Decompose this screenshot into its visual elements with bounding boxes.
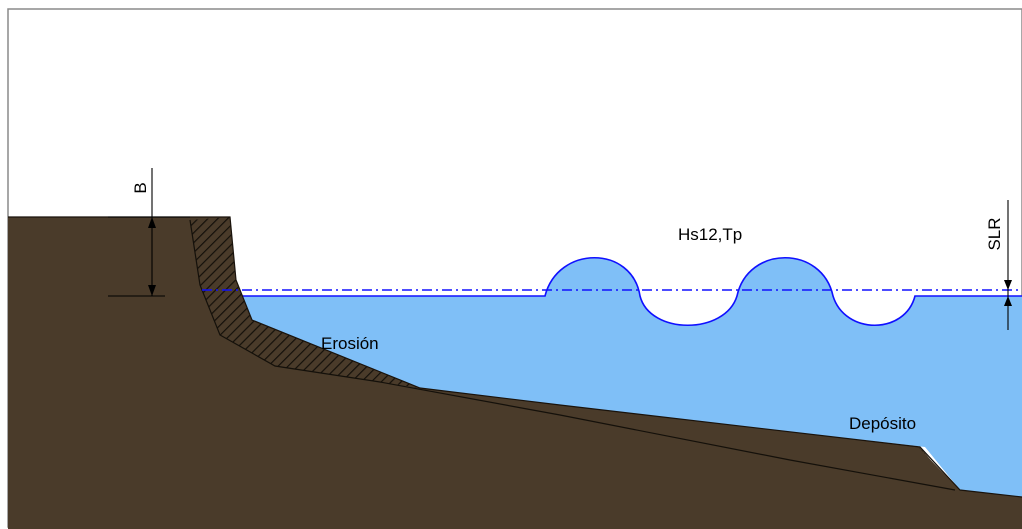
wave-label: Hs12,Tp <box>678 225 742 244</box>
wave-profile <box>236 256 1022 327</box>
ground-profile <box>8 217 1022 529</box>
berm-arrow-bottom <box>148 285 156 296</box>
berm-label: B <box>131 182 150 193</box>
slr-arrow-top <box>1004 280 1012 290</box>
berm-arrow-top <box>148 217 156 228</box>
erosion-zone <box>190 217 420 388</box>
ground-outline <box>8 216 1022 498</box>
sea-water <box>236 257 1022 497</box>
slr-arrow-bottom <box>1004 296 1012 306</box>
slr-label: SLR <box>985 217 1004 250</box>
erosion-label: Erosión <box>321 334 379 353</box>
deposit-label: Depósito <box>849 414 916 433</box>
erosion-outline <box>189 219 956 491</box>
